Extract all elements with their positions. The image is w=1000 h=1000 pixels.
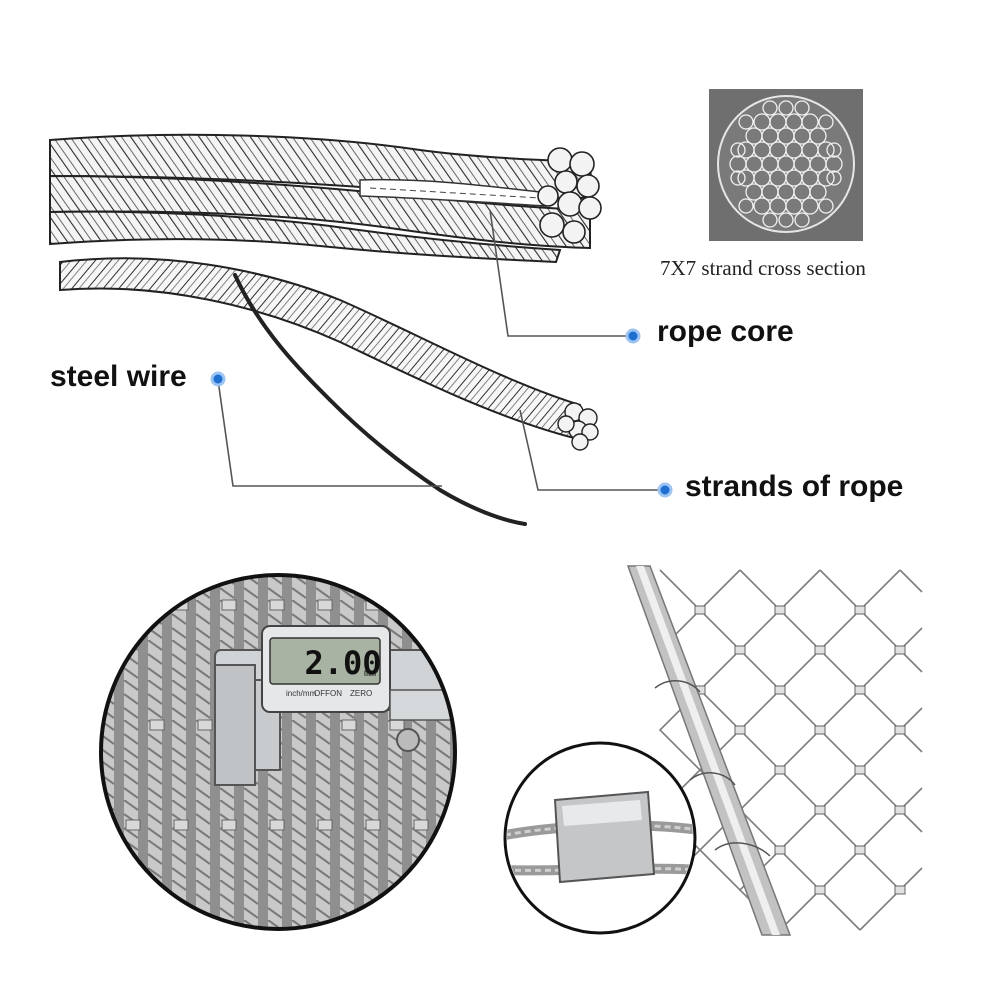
caliper-unit: mm [364, 668, 376, 679]
caliper-thumb-wheel [396, 728, 420, 752]
cross-section-circle [717, 95, 855, 233]
rope-end-bundle [537, 147, 602, 244]
marker-rope-core [625, 328, 641, 344]
single-steel-wire [233, 273, 527, 526]
strands-of-rope-label: strands of rope [685, 470, 904, 503]
leader-strands [519, 409, 664, 491]
railing-ferrules [694, 605, 906, 895]
wire-rope-illustration [49, 89, 863, 526]
marker-steel-wire [210, 371, 226, 387]
caliper-button-off: OFF [314, 689, 330, 698]
leader-steel-wire [217, 379, 442, 487]
caliper-button-zero: ZERO [350, 689, 372, 698]
caliper-lcd [269, 637, 381, 685]
caliper-button-on: ON [330, 689, 342, 698]
cross-section-caption: 7X7 strand cross section [660, 256, 866, 280]
strand-end [557, 402, 599, 451]
rope-core-label: rope core [657, 315, 794, 348]
marker-strands [657, 482, 673, 498]
leader-rope-core [489, 209, 632, 337]
rope-strand-middle [49, 174, 591, 250]
caliper-button-inch-mm: inch/mm [286, 689, 317, 698]
mesh-ferrules [125, 599, 429, 831]
rope-strand-lower [49, 210, 562, 264]
caliper-reading: 2.00 [304, 644, 381, 682]
cross-section-wires [729, 100, 843, 228]
steel-wire-label: steel wire [50, 360, 187, 393]
